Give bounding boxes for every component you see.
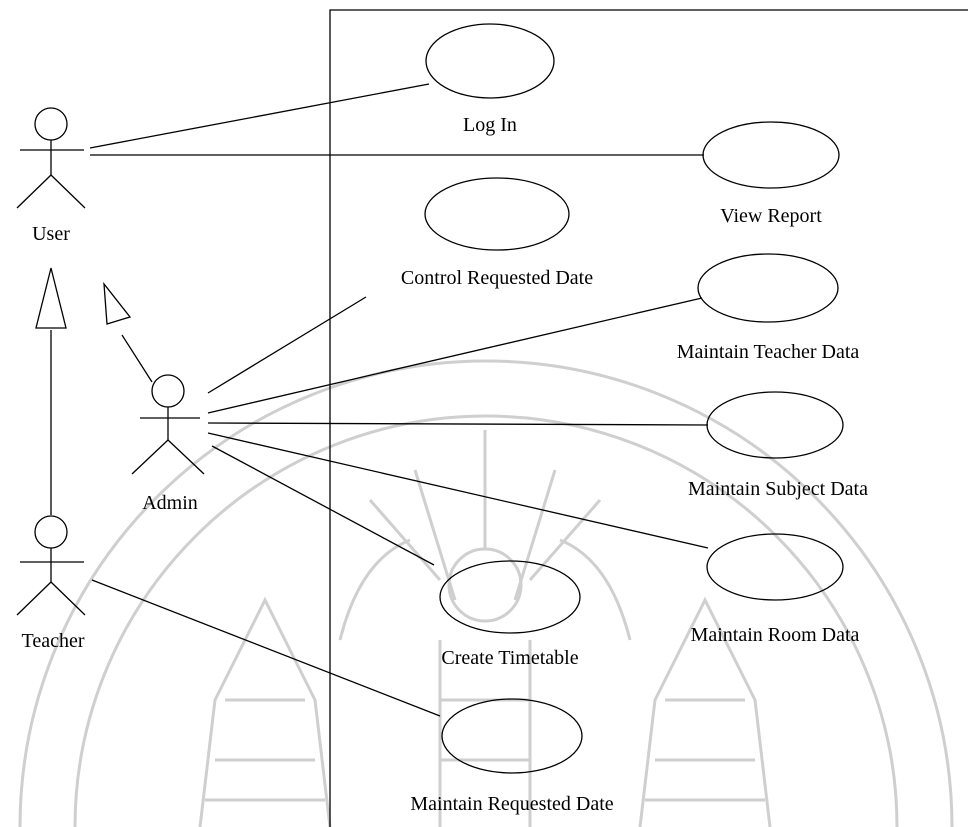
use-case-control-requested-date: Control Requested Date xyxy=(401,177,593,289)
association-admin-create-timetable xyxy=(211,445,435,566)
seal-watermark xyxy=(18,359,954,827)
use-case-maintain-room: Maintain Room Data xyxy=(691,533,860,646)
system-boundary xyxy=(329,9,968,827)
use-case-maintain-requested-date-label: Maintain Requested Date xyxy=(410,793,613,815)
use-case-maintain-teacher-label: Maintain Teacher Data xyxy=(677,341,860,363)
use-case-create-timetable-label: Create Timetable xyxy=(441,647,578,669)
association-admin-control-requested-date xyxy=(207,296,367,394)
association-teacher-maintain-requested-date xyxy=(91,579,441,717)
association-admin-maintain-room xyxy=(207,432,709,549)
use-case-create-timetable: Create Timetable xyxy=(439,560,581,669)
generalization-admin-user xyxy=(103,281,153,383)
use-case-maintain-room-label: Maintain Room Data xyxy=(691,624,860,646)
association-admin-maintain-subject xyxy=(207,422,709,426)
use-case-maintain-subject-label: Maintain Subject Data xyxy=(688,478,868,500)
associations xyxy=(89,83,709,717)
association-admin-maintain-teacher xyxy=(207,297,703,414)
actor-admin-label: Admin xyxy=(142,492,198,514)
actor-admin: Admin xyxy=(131,374,205,514)
actor-user-label: User xyxy=(32,223,70,245)
generalization-teacher-user xyxy=(35,267,67,515)
actor-teacher-label: Teacher xyxy=(22,630,85,652)
use-case-control-requested-date-label: Control Requested Date xyxy=(401,267,593,289)
use-case-maintain-teacher: Maintain Teacher Data xyxy=(677,253,860,363)
use-case-login-label: Log In xyxy=(463,114,517,136)
actor-teacher: Teacher xyxy=(16,515,86,652)
use-case-view-report-label: View Report xyxy=(720,205,822,227)
association-user-login xyxy=(89,83,430,149)
use-case-maintain-subject: Maintain Subject Data xyxy=(688,391,868,500)
use-case-login: Log In xyxy=(425,23,555,136)
use-case-view-report: View Report xyxy=(702,121,840,227)
use-case-maintain-requested-date: Maintain Requested Date xyxy=(410,698,614,815)
actor-user: User xyxy=(16,107,86,245)
